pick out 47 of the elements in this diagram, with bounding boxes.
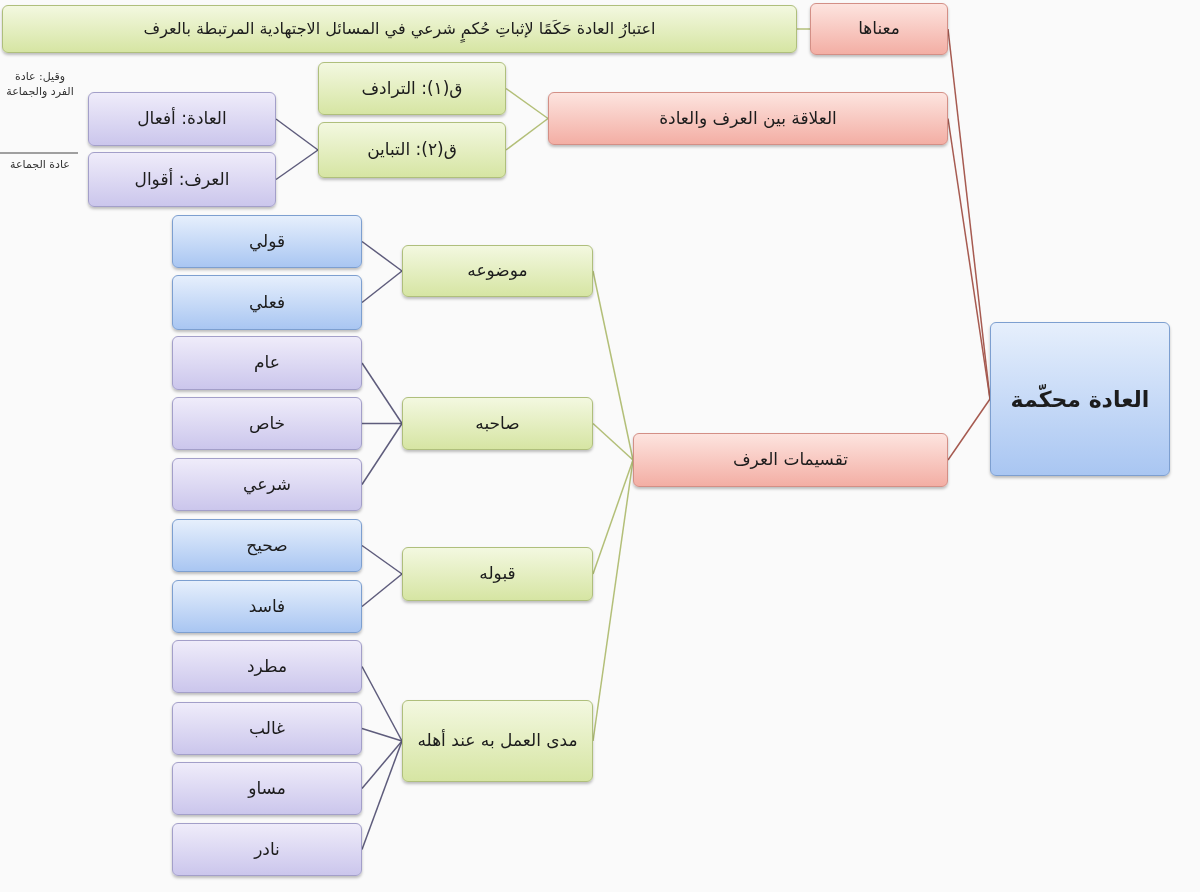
topic-box: تقسيمات العرف: [633, 433, 948, 487]
topic-box: موضوعه: [402, 245, 593, 297]
connector-line: [361, 270, 403, 304]
connector-line: [505, 87, 549, 120]
root-box: العادة محكّمة: [990, 322, 1170, 476]
topic-box: فعلي: [172, 275, 362, 330]
topic-box: صحيح: [172, 519, 362, 572]
topic-box: العلاقة بين العرف والعادة: [548, 92, 948, 145]
connector-line: [947, 117, 991, 400]
connector-line: [275, 149, 319, 181]
connector-line: [361, 422, 403, 486]
topic-box: فاسد: [172, 580, 362, 633]
topic-box: عام: [172, 336, 362, 390]
topic-box: خاص: [172, 397, 362, 450]
topic-box: قولي: [172, 215, 362, 268]
topic-box: مساو: [172, 762, 362, 815]
connector-line: [361, 740, 403, 851]
connector-line: [796, 28, 811, 30]
connector-line: [505, 117, 549, 151]
side-note: وقيل: عادة الفرد والجماعة: [5, 70, 75, 100]
connector-line: [361, 362, 403, 425]
connector-line: [361, 240, 403, 272]
topic-box: العادة: أفعال: [88, 92, 276, 146]
topic-box: قبوله: [402, 547, 593, 601]
topic-box: صاحبه: [402, 397, 593, 450]
connector-line: [947, 398, 991, 461]
topic-box: مدى العمل به عند أهله: [402, 700, 593, 782]
side-note: عادة الجماعة: [9, 158, 71, 173]
topic-box: نادر: [172, 823, 362, 876]
topic-box: ق(١): الترادف: [318, 62, 506, 115]
connector-line: [592, 270, 634, 461]
connector-line: [275, 118, 319, 151]
connector-line: [361, 422, 403, 425]
topic-box: غالب: [172, 702, 362, 755]
connector-line: [361, 665, 403, 742]
topic-box: العرف: أقوال: [88, 152, 276, 207]
topic-box: معناها: [810, 3, 948, 55]
connector-line: [592, 422, 634, 461]
connector-line: [361, 544, 403, 575]
connector-line: [361, 740, 403, 790]
topic-box: شرعي: [172, 458, 362, 511]
topic-box: مطرد: [172, 640, 362, 693]
topic-box: اعتبارُ العادة حَكَمًا لإثباتِ حُكمٍ شرعي في المسائل الاجتهادية المرتبطة بالعرف: [2, 5, 797, 53]
connector-line: [361, 727, 403, 742]
connector-line: [361, 573, 403, 608]
topic-box: ق(٢): التباين: [318, 122, 506, 178]
connector-line: [592, 459, 634, 575]
